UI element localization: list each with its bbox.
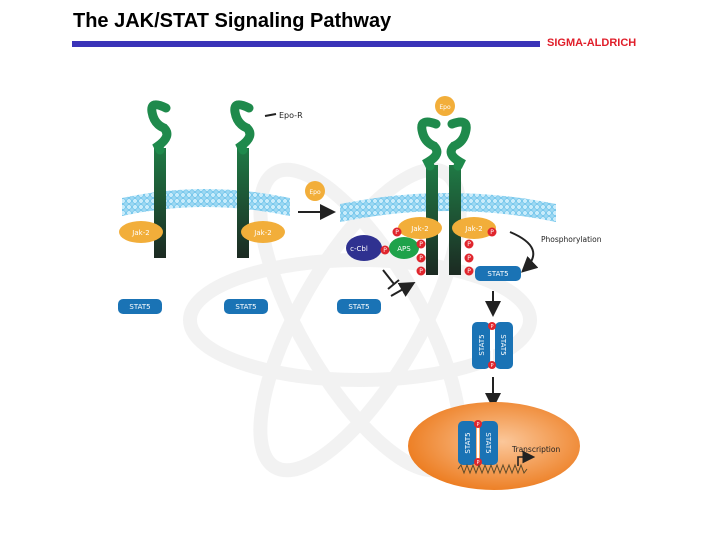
epo-ligand: Epo bbox=[435, 96, 455, 116]
svg-text:P: P bbox=[476, 460, 479, 466]
stat5-dimer: STAT5 STAT5 P P bbox=[472, 322, 513, 369]
svg-text:Jak-2: Jak-2 bbox=[410, 225, 428, 233]
dna-strand bbox=[457, 463, 528, 475]
svg-text:STAT5: STAT5 bbox=[484, 432, 492, 453]
svg-text:APS: APS bbox=[397, 245, 411, 253]
svg-text:Epo: Epo bbox=[309, 189, 321, 196]
stat5: STAT5 bbox=[224, 299, 268, 314]
svg-text:STAT5: STAT5 bbox=[129, 303, 150, 311]
phospho-sites: P P P P P P P P P bbox=[380, 227, 497, 276]
svg-text:P: P bbox=[419, 268, 423, 275]
svg-text:P: P bbox=[476, 422, 479, 428]
svg-text:P: P bbox=[490, 324, 493, 330]
phospho-p: P bbox=[416, 253, 426, 263]
svg-text:P: P bbox=[467, 268, 471, 275]
jak2: Jak-2 bbox=[452, 217, 496, 239]
inhibition-line bbox=[382, 269, 395, 285]
svg-text:STAT5: STAT5 bbox=[478, 334, 486, 355]
phospho-p: P bbox=[464, 239, 474, 249]
epo-ligand: Epo bbox=[305, 181, 325, 201]
transcription-start-arrow bbox=[517, 450, 536, 466]
svg-text:P: P bbox=[419, 241, 423, 248]
recruitment-arrow bbox=[390, 282, 416, 297]
svg-text:P: P bbox=[490, 229, 494, 236]
svg-text:c-Cbl: c-Cbl bbox=[350, 245, 368, 253]
phosphorylation-arrow bbox=[509, 231, 539, 273]
svg-text:P: P bbox=[467, 255, 471, 262]
title-rule bbox=[72, 41, 540, 47]
svg-text:P: P bbox=[395, 229, 399, 236]
svg-text:P: P bbox=[467, 241, 471, 248]
svg-text:STAT5: STAT5 bbox=[499, 334, 507, 355]
svg-text:Jak-2: Jak-2 bbox=[464, 225, 482, 233]
stat5: STAT5 bbox=[337, 299, 381, 314]
phospho-p: P bbox=[464, 253, 474, 263]
svg-text:STAT5: STAT5 bbox=[348, 303, 369, 311]
phosphorylation-label: Phosphorylation bbox=[541, 235, 602, 244]
jak2: Jak-2 bbox=[119, 221, 163, 243]
phospho-p: P bbox=[487, 227, 497, 237]
transcription-label: Transcription bbox=[511, 445, 560, 454]
svg-text:Jak-2: Jak-2 bbox=[131, 229, 149, 237]
svg-text:STAT5: STAT5 bbox=[235, 303, 256, 311]
aps: APS bbox=[389, 237, 419, 259]
phospho-p: P bbox=[416, 266, 426, 276]
slide-title: The JAK/STAT Signaling Pathway bbox=[73, 10, 392, 32]
cell-membrane-right bbox=[340, 193, 556, 222]
svg-text:P: P bbox=[419, 255, 423, 262]
stat5-dimer-dna-bound: STAT5 STAT5 P P bbox=[458, 420, 498, 466]
svg-text:P: P bbox=[490, 363, 493, 369]
jak2: Jak-2 bbox=[241, 221, 285, 243]
svg-text:P: P bbox=[383, 247, 387, 254]
svg-text:STAT5: STAT5 bbox=[487, 270, 508, 278]
stat5-bound: STAT5 bbox=[475, 266, 521, 281]
phospho-p: P bbox=[380, 245, 390, 255]
svg-text:Epo: Epo bbox=[439, 104, 451, 111]
phospho-p: P bbox=[416, 239, 426, 249]
brand-label: SIGMA-ALDRICH bbox=[547, 37, 637, 49]
phospho-p: P bbox=[392, 227, 402, 237]
jak2: Jak-2 bbox=[398, 217, 442, 239]
c-cbl: c-Cbl bbox=[346, 235, 382, 261]
epo-r-label: Epo-R bbox=[279, 111, 303, 120]
svg-text:Jak-2: Jak-2 bbox=[253, 229, 271, 237]
phospho-p: P bbox=[464, 266, 474, 276]
svg-text:STAT5: STAT5 bbox=[464, 432, 472, 453]
stat5: STAT5 bbox=[118, 299, 162, 314]
